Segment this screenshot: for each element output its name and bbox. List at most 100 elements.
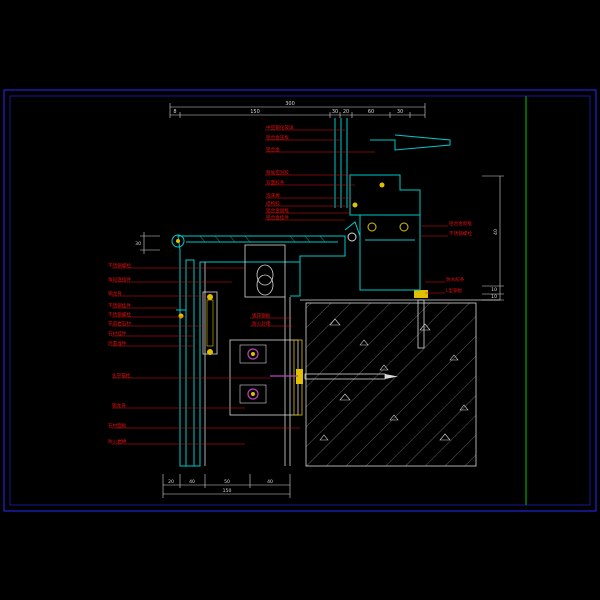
aggregate-marks [319,318,469,441]
label-left-6: 花岗岩石材 [108,320,131,327]
bottom-dim-seg-1: 20 [168,479,174,485]
bottom-dim-seg-2: 40 [189,479,195,485]
stone-panel-face [185,259,195,467]
embed-bolts [239,344,267,404]
label-left-10: 钢龙骨 [112,402,126,409]
label-left-4: 不锈钢挂件 [108,302,131,309]
frame-border [3,89,597,512]
frame-bolt-5 [347,232,357,242]
top-dimension-chain [169,103,426,118]
stud-ring-2 [256,274,274,296]
sub-frame [359,214,421,291]
label-left-9: 化学锚栓 [112,372,131,379]
steel-stud-box [244,244,286,298]
leaders [112,129,448,445]
right-dimension-chain [482,175,504,301]
label-left-5: 不锈钢螺栓 [108,311,131,318]
label-top-9: 铝合金挂件 [266,214,289,221]
frame-bolt-1 [367,222,377,232]
label-top-7: 结构胶 [266,200,280,207]
bottom-dim-seg-4: 40 [267,479,273,485]
top-dimension-labels: 300 8 150 30 20 60 30 [173,101,403,115]
v-anchor-shaft [417,299,425,349]
anchor-bolt-upper [247,348,259,360]
right-dim-1: 40 [493,229,499,235]
anchor-tip [385,374,398,379]
top-dim-seg-1: 8 [173,109,176,115]
label-top-6: 泡沫棒 [266,192,280,199]
anchor-bolt-lower [247,388,259,400]
anchor-bolt-lower-core [251,392,255,396]
cladding-return [290,262,301,297]
label-left-12: 防火岩棉 [108,438,127,445]
label-right-1: 铝合金窗框 [449,220,472,227]
top-dim-seg-3: 30 [332,109,338,115]
window-frame-assembly [334,118,451,291]
frame-bolt-3 [352,202,358,208]
label-top-2: 铝合金压板 [266,134,289,141]
left-dimension [140,232,160,254]
anchor-bolt-upper-core [251,352,255,356]
label-right-3: 防水胶条 [446,276,465,283]
corner-sealant [171,234,185,248]
top-dim-seg-6: 30 [397,109,403,115]
label-left-7: 石材挂件 [108,330,127,337]
label-top-1: 中空钢化玻璃 [266,124,294,131]
label-top-5: 双面胶条 [266,179,285,186]
right-dim-3: 10 [491,294,497,300]
label-top-4: 耐候密封胶 [266,169,289,176]
drip-flash [344,221,361,237]
sill-profile [349,174,421,216]
stud-ring-1 [256,264,274,286]
top-dim-seg-4: 20 [343,109,349,115]
mullion-profile [370,134,451,151]
bolt-head-corner [176,239,180,243]
label-top-8: 铝合金副框 [266,207,289,214]
bolt-plate-lower [239,384,267,404]
bolt-plate-upper [239,344,267,364]
label-left-1: 不锈钢螺栓 [108,262,131,269]
bottom-dim-seg-3: 50 [224,479,230,485]
label-right-4: L型钢板 [446,287,463,294]
right-dimension-labels: 40 10 10 [491,229,499,300]
anchor-nut [296,369,303,384]
concrete-slab [300,299,500,467]
bottom-dim-overall: 150 [223,488,232,494]
label-bottom-1: 镀锌钢板 [252,312,271,319]
label-left-11: 石材面板 [108,422,127,429]
top-dim-overall: 300 [285,101,295,107]
bottom-dimension-labels: 20 40 50 40 150 [168,479,273,494]
inner-frame [9,95,591,506]
right-dim-2: 10 [491,287,497,293]
label-top-3: 铝合金 [266,146,280,153]
hook-bolt [178,313,184,319]
top-dim-seg-2: 150 [250,109,260,115]
top-dim-seg-5: 60 [368,109,374,115]
stone-hook [176,309,187,320]
annotation-labels: 中空钢化玻璃 铝合金压板 铝合金 耐候密封胶 双面胶条 泡沫棒 结构胶 铝合金副… [108,124,472,445]
bracket-slot [206,299,214,347]
coping-outline [177,235,346,467]
label-left-3: 钢龙骨 [108,290,122,297]
vertical-anchor [414,290,428,349]
backer-rod [171,234,185,248]
bottom-dimension-chain [162,474,291,498]
drawing-frame [3,89,597,512]
label-left-8: 后置埋件 [108,340,127,347]
bracket-bolt-2 [207,349,213,355]
stone-bracket [176,291,218,355]
stone-coping [177,235,346,467]
bracket-bolt-1 [207,294,213,300]
window-bolts [347,182,409,242]
frame-bolt-2 [399,222,409,232]
label-right-2: 不锈钢螺栓 [449,230,472,237]
frame-bolt-4 [379,182,385,188]
concrete-body [305,302,477,467]
left-dim-1: 30 [135,241,141,247]
label-bottom-2: 防火封堵 [252,320,271,327]
v-anchor-nut [414,290,428,298]
label-left-2: 角码连接件 [108,276,131,283]
chemical-anchor [270,369,398,384]
coping-hatch [199,235,326,243]
